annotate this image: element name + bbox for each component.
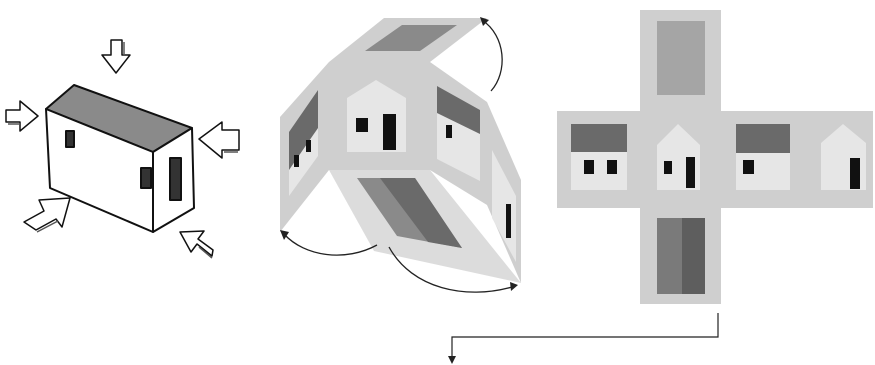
arrow-left-icon (5, 100, 39, 132)
flat-net-panel (448, 10, 873, 364)
fold-arrow-bottom-icon (388, 246, 513, 293)
box-right-flap (430, 62, 487, 205)
arrow-top-icon (101, 39, 131, 74)
net-top-face (640, 10, 721, 111)
box-front-face (329, 62, 430, 170)
net-far-right-gable (821, 124, 866, 190)
box-top-flap (329, 18, 487, 62)
net-right-wall (736, 124, 790, 190)
net-connector-arrow (448, 313, 719, 364)
box-far-right-flap (487, 102, 521, 283)
sketch-house (45, 84, 195, 233)
sketch-panel (5, 39, 240, 259)
fold-arrows (280, 17, 518, 293)
net-left-wall (571, 124, 627, 190)
arrow-right-icon (198, 121, 240, 159)
net-center-gable (657, 124, 700, 190)
connector-arrow-icon (451, 313, 719, 358)
sketch-window-front (65, 130, 75, 148)
arrow-bottom-left-icon (23, 197, 71, 231)
box-floor-flap (329, 170, 521, 283)
sketch-window-side (140, 167, 152, 189)
fold-arrow-left-icon (283, 233, 378, 256)
sketch-arrows (5, 39, 240, 259)
sketch-door (169, 157, 182, 201)
net-bottom-face (640, 208, 721, 304)
fold-arrow-top-icon (481, 19, 503, 92)
box-left-flap (280, 62, 329, 232)
unfolding-box-panel (280, 17, 521, 293)
arrow-bottom-right-icon (179, 230, 214, 257)
